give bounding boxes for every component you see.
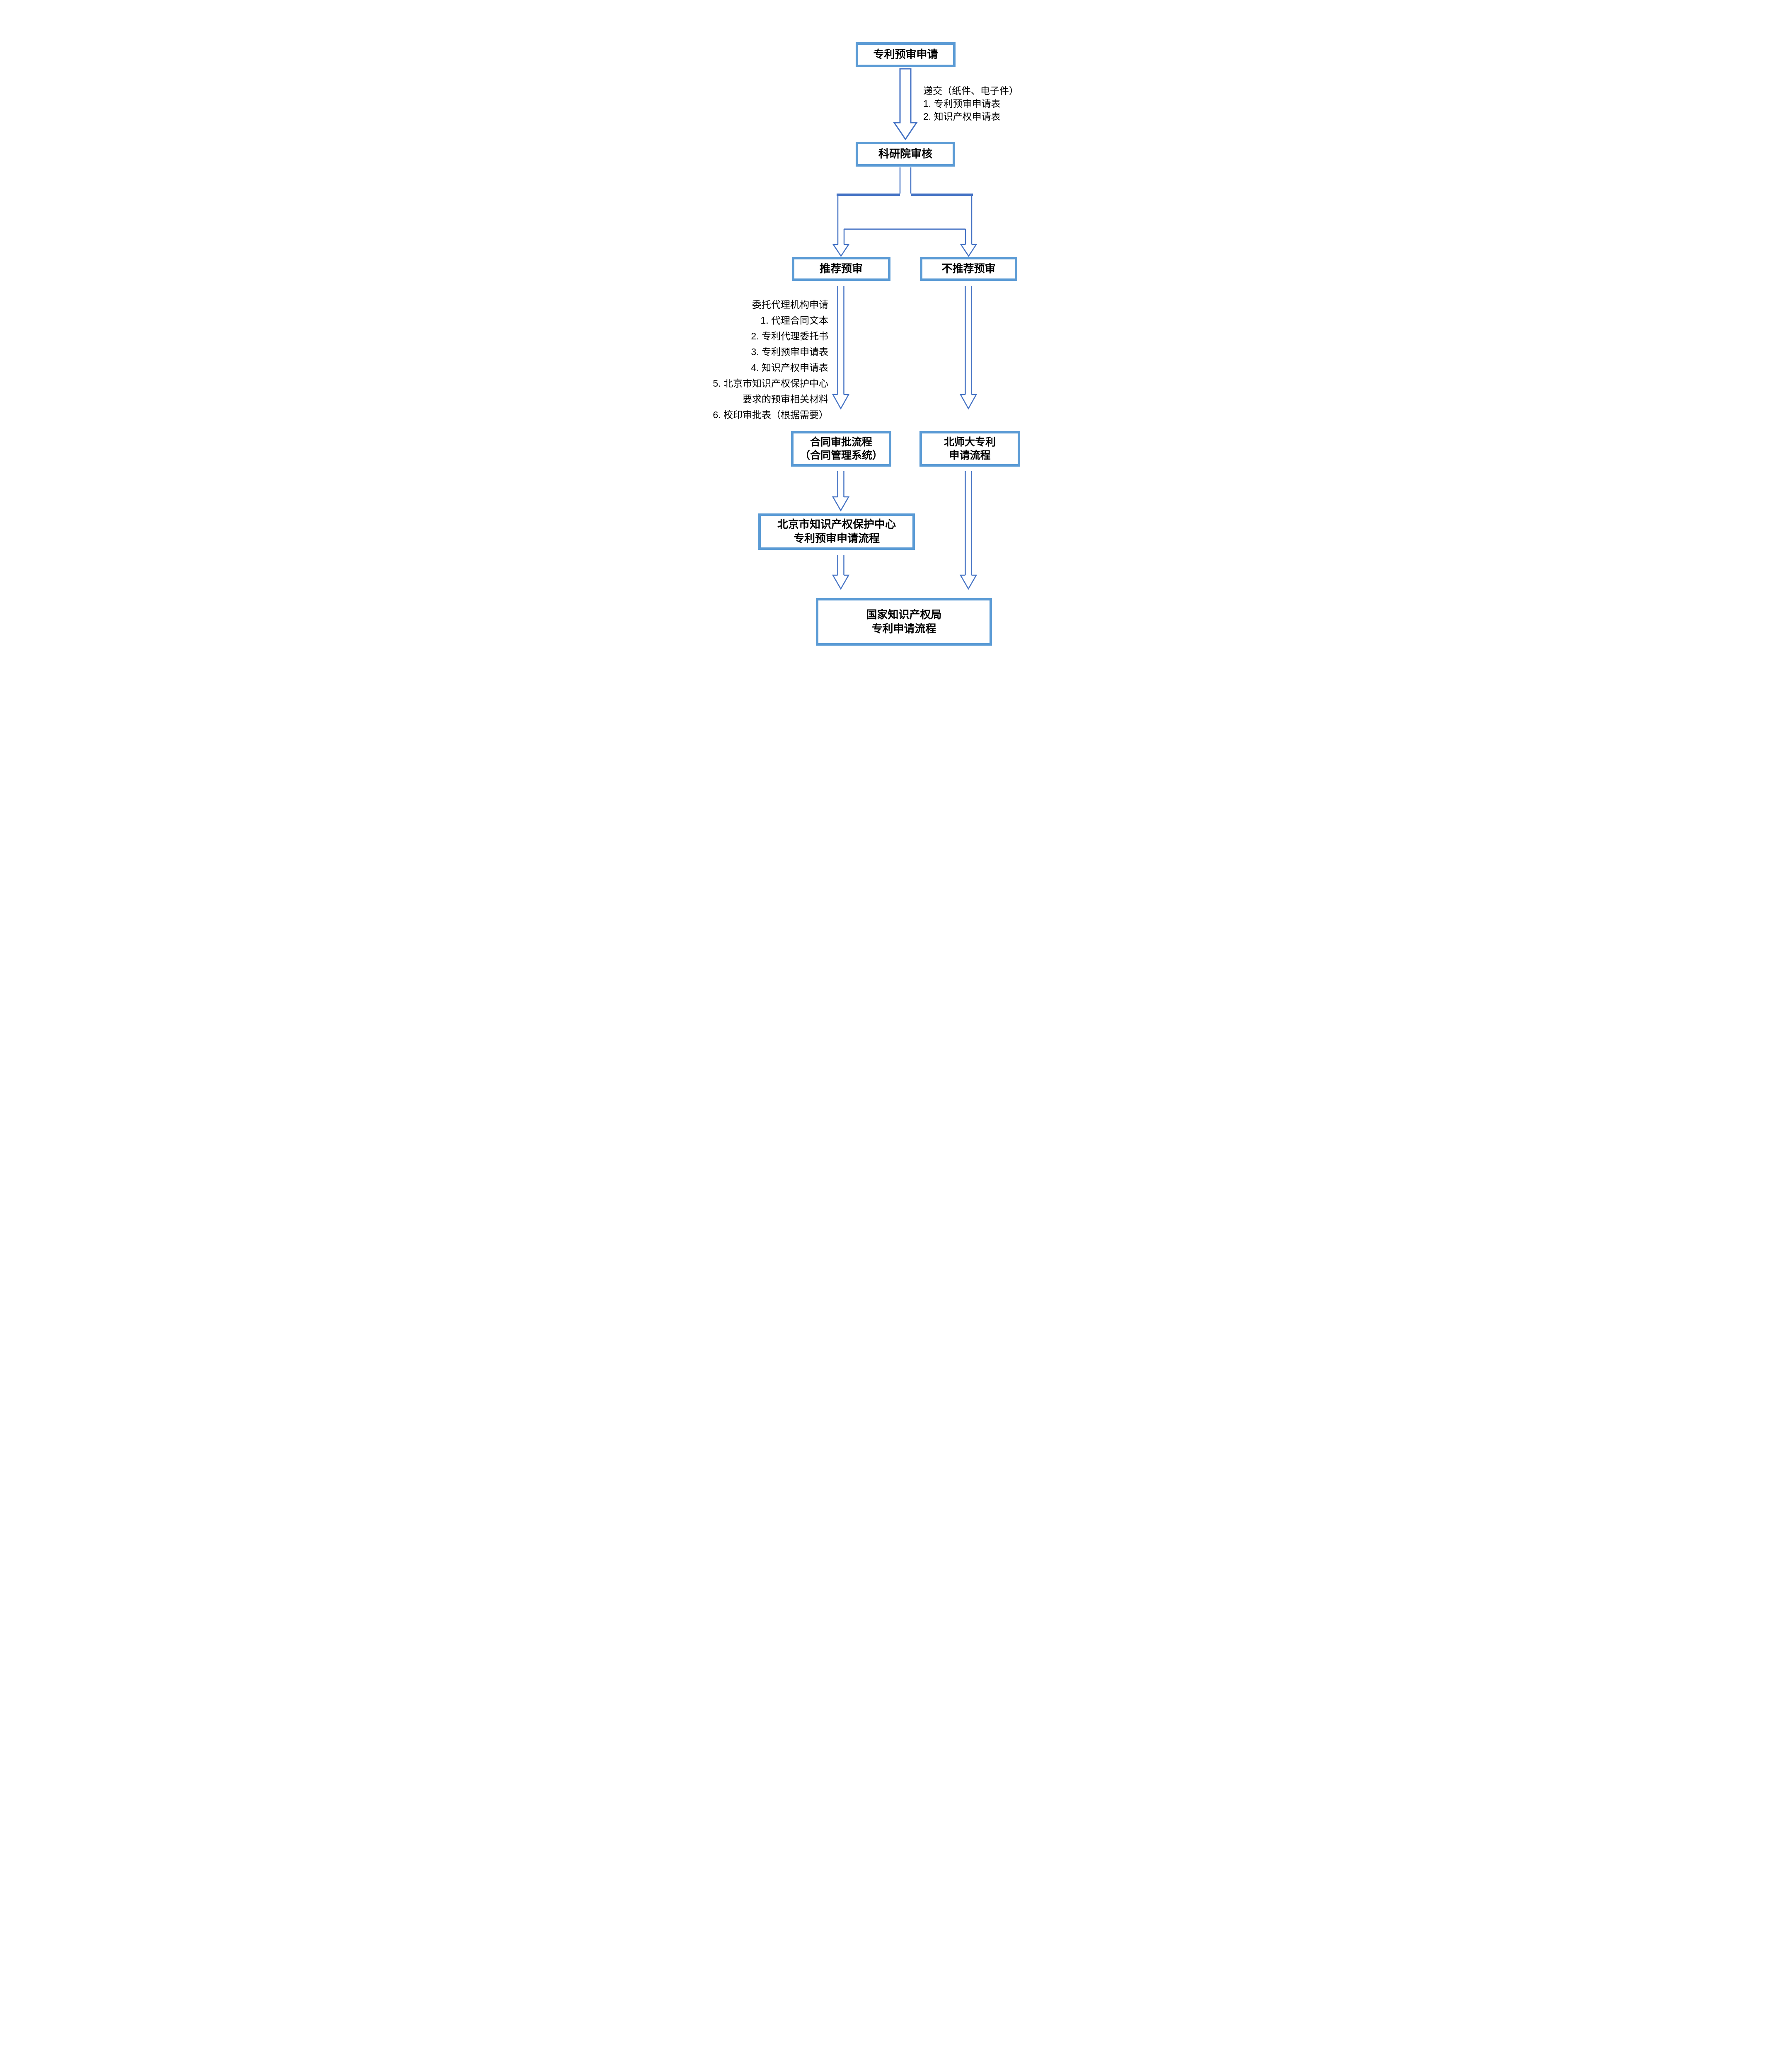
node-label: 科研院审核 <box>878 148 932 160</box>
annotation-line: 3. 专利预审申请表 <box>751 346 828 357</box>
node-label-line1: 国家知识产权局 <box>866 608 942 621</box>
node-label-line1: 北师大专利 <box>944 436 996 448</box>
annotation-agency-materials: 委托代理机构申请 1. 代理合同文本 2. 专利代理委托书 3. 专利预审申请表… <box>695 297 828 423</box>
node-label-line2: 申请流程 <box>949 450 991 461</box>
annotation-line: 6. 校印审批表（根据需要） <box>713 409 828 420</box>
node-research-institute-review: 科研院审核 <box>856 142 955 167</box>
flow-connectors <box>832 68 977 590</box>
branch-split-arrow-icon <box>832 167 977 257</box>
node-not-recommend-pre-exam: 不推荐预审 <box>920 257 1017 281</box>
annotation-line: 1. 专利预审申请表 <box>923 98 1001 109</box>
annotation-line: 要求的预审相关材料 <box>743 394 828 404</box>
annotation-line: 4. 知识产权申请表 <box>751 362 828 373</box>
node-beijing-ip-center: 北京市知识产权保护中心 专利预审申请流程 <box>758 513 915 550</box>
node-contract-approval: 合同审批流程 （合同管理系统） <box>791 431 891 467</box>
node-bnu-patent-process: 北师大专利 申请流程 <box>919 431 1020 467</box>
arrow-down-icon <box>959 286 977 410</box>
flowchart-page: 专利预审申请 科研院审核 推荐预审 不推荐预审 合同审批流程 （合同管理系统） … <box>670 0 1118 689</box>
node-label: 专利预审申请 <box>873 48 938 61</box>
node-label: 不推荐预审 <box>941 262 996 275</box>
node-label: 推荐预审 <box>819 262 863 275</box>
node-recommend-pre-exam: 推荐预审 <box>792 257 890 281</box>
node-label-line2: 专利预审申请流程 <box>793 532 880 545</box>
node-patent-pre-exam-application: 专利预审申请 <box>856 42 956 67</box>
arrow-down-icon <box>893 68 918 140</box>
node-label-line2: 专利申请流程 <box>871 622 936 635</box>
arrow-down-icon <box>832 286 850 410</box>
node-label-line1: 北京市知识产权保护中心 <box>777 518 896 531</box>
node-label-line2: （合同管理系统） <box>799 450 883 461</box>
annotation-line: 5. 北京市知识产权保护中心 <box>713 378 828 389</box>
node-label-line1: 合同审批流程 <box>810 436 872 448</box>
annotation-line: 2. 知识产权申请表 <box>923 111 1001 122</box>
arrow-down-icon <box>832 555 850 590</box>
annotation-submission-materials: 递交（纸件、电子件） 1. 专利预审申请表 2. 知识产权申请表 <box>923 85 1019 123</box>
arrow-down-icon <box>959 471 977 590</box>
arrow-down-icon <box>832 471 850 512</box>
annotation-line: 2. 专利代理委托书 <box>751 331 828 341</box>
node-cnipa-process: 国家知识产权局 专利申请流程 <box>816 598 992 646</box>
annotation-line: 委托代理机构申请 <box>752 299 828 310</box>
annotation-line: 递交（纸件、电子件） <box>923 85 1019 96</box>
annotation-line: 1. 代理合同文本 <box>760 315 828 326</box>
